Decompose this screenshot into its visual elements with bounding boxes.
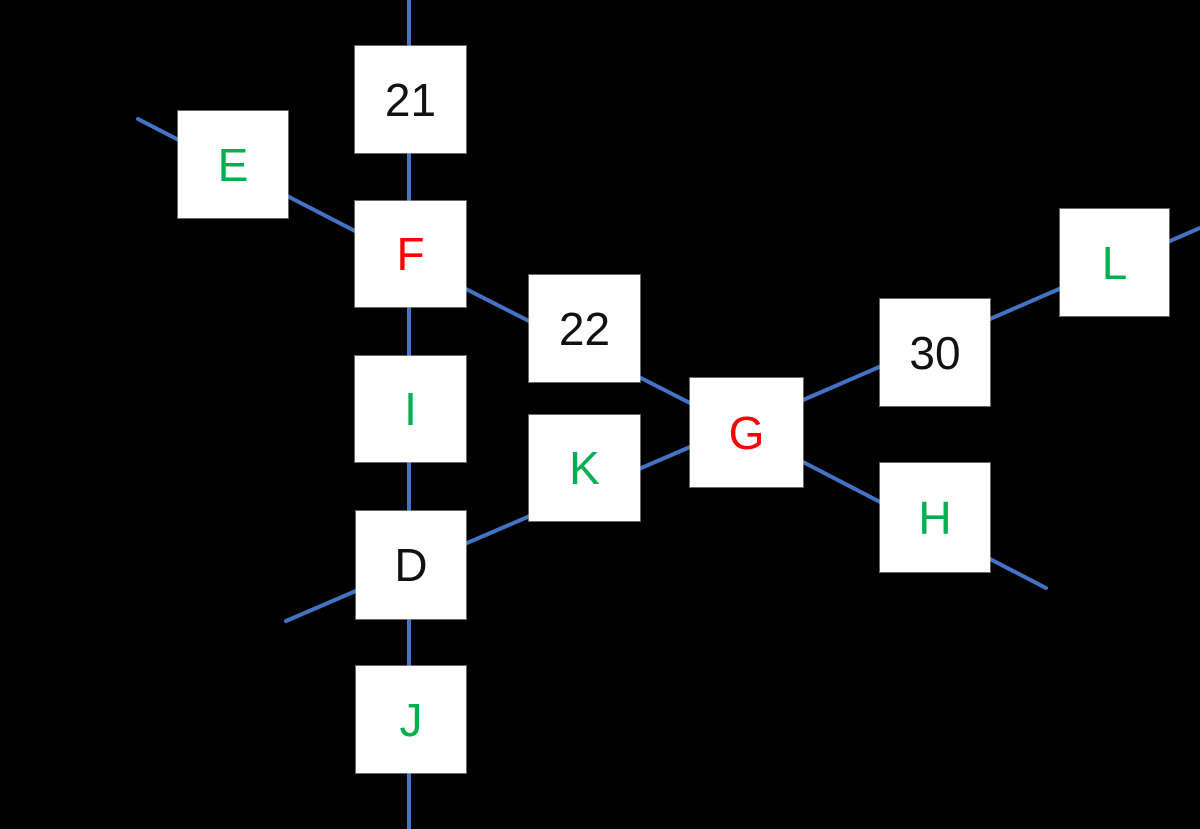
node-I: I bbox=[355, 356, 466, 462]
node-J-label: J bbox=[399, 693, 423, 746]
node-D: D bbox=[356, 511, 466, 619]
node-22-label: 22 bbox=[558, 302, 611, 355]
node-21-label: 21 bbox=[384, 73, 437, 126]
node-F: F bbox=[355, 201, 466, 307]
node-K-label: K bbox=[569, 442, 600, 494]
node-21: 21 bbox=[355, 46, 466, 153]
node-G: G bbox=[690, 378, 803, 487]
node-30: 30 bbox=[880, 299, 990, 406]
node-30-label: 30 bbox=[909, 326, 961, 379]
node-E: E bbox=[178, 111, 288, 218]
node-J: J bbox=[356, 666, 466, 773]
node-G-label: G bbox=[728, 406, 765, 459]
node-H-label: H bbox=[918, 491, 952, 544]
node-22: 22 bbox=[529, 275, 640, 382]
node-I-label: I bbox=[404, 383, 417, 435]
node-L: L bbox=[1060, 209, 1169, 316]
node-K: K bbox=[529, 415, 640, 521]
node-F-label: F bbox=[396, 228, 425, 280]
node-E-label: E bbox=[217, 138, 249, 191]
node-L-label: L bbox=[1101, 236, 1128, 289]
node-D-label: D bbox=[394, 539, 428, 591]
node-H: H bbox=[880, 463, 990, 572]
